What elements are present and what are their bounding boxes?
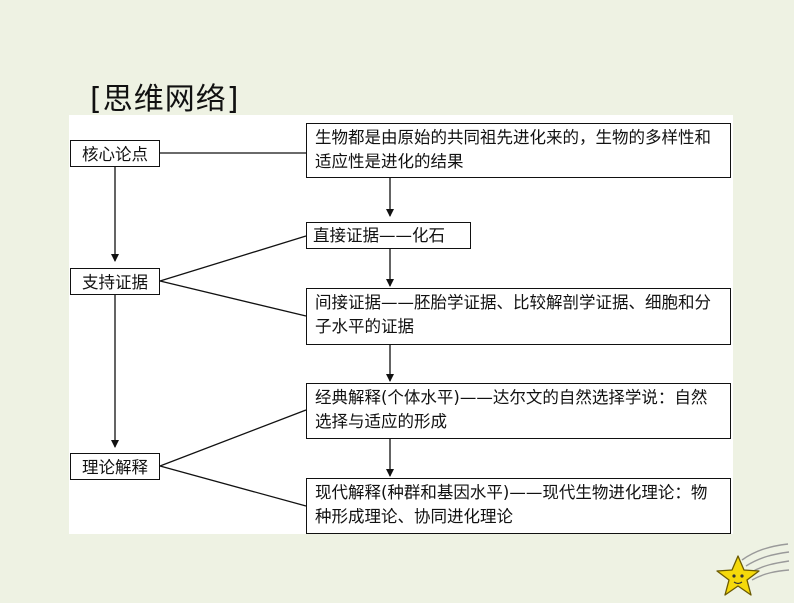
- box-direct-evidence: 直接证据——化石: [306, 222, 471, 249]
- label-supporting-evidence: 支持证据: [70, 268, 160, 295]
- diagram-title: [思维网络]: [90, 82, 240, 117]
- line-evidence-indirect: [159, 280, 307, 317]
- line-theory-classical: [159, 409, 307, 467]
- box-classical-explanation: 经典解释(个体水平)——达尔文的自然选择学说：自然选择与适应的形成: [306, 383, 731, 439]
- label-core-argument: 核心论点: [70, 140, 160, 167]
- box-core-statement: 生物都是由原始的共同祖先进化来的，生物的多样性和适应性是进化的结果: [306, 123, 731, 178]
- line-evidence-direct: [159, 235, 307, 282]
- line-theory-modern: [159, 465, 307, 507]
- shooting-star-icon: [716, 543, 790, 596]
- box-indirect-evidence: 间接证据——胚胎学证据、比较解剖学证据、细胞和分子水平的证据: [306, 288, 731, 345]
- box-modern-explanation: 现代解释(种群和基因水平)——现代生物进化理论：物种形成理论、协同进化理论: [306, 478, 731, 534]
- label-theoretical-explanation: 理论解释: [70, 453, 160, 480]
